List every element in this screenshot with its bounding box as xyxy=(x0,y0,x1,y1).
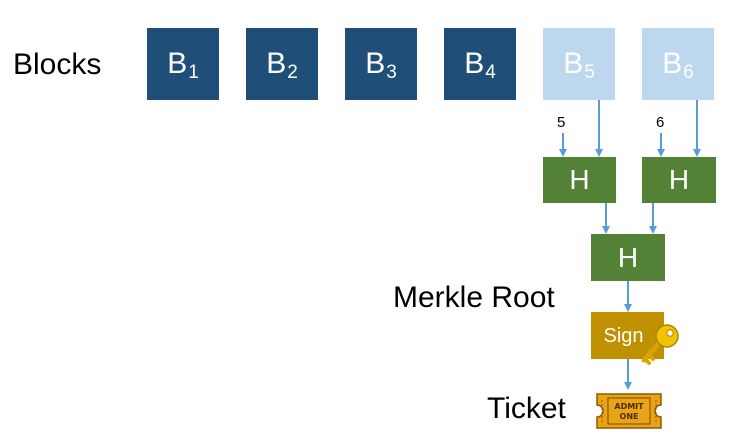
hash-node-left: H xyxy=(543,157,616,203)
index-label-6: 6 xyxy=(656,114,665,131)
ticket-line1: ADMIT xyxy=(614,402,644,411)
ticket-icon: ADMIT ONE xyxy=(596,393,662,429)
key-icon xyxy=(641,324,679,365)
block-b1-sub: 1 xyxy=(188,61,199,83)
block-b5-sub: 5 xyxy=(584,61,595,83)
block-b2-sub: 2 xyxy=(287,61,298,83)
blocks-label: Blocks xyxy=(13,48,102,81)
block-b1-letter: B xyxy=(167,47,188,80)
block-b2-letter: B xyxy=(266,47,287,80)
merkle-root-label: Merkle Root xyxy=(393,281,555,314)
sign-label: Sign xyxy=(603,324,644,347)
ticket-label: Ticket xyxy=(487,392,566,425)
index-label-5: 5 xyxy=(557,114,566,131)
block-b3-sub: 3 xyxy=(386,61,397,83)
hash-node-root: H xyxy=(591,234,665,281)
block-b6-letter: B xyxy=(662,47,683,80)
ticket-line2: ONE xyxy=(620,412,639,421)
block-b5-letter: B xyxy=(563,47,584,80)
block-b4-sub: 4 xyxy=(485,61,496,83)
block-b4-letter: B xyxy=(464,47,485,80)
block-b6-sub: 6 xyxy=(683,61,694,83)
block-b3-letter: B xyxy=(365,47,386,80)
hash-node-right: H xyxy=(642,157,716,203)
